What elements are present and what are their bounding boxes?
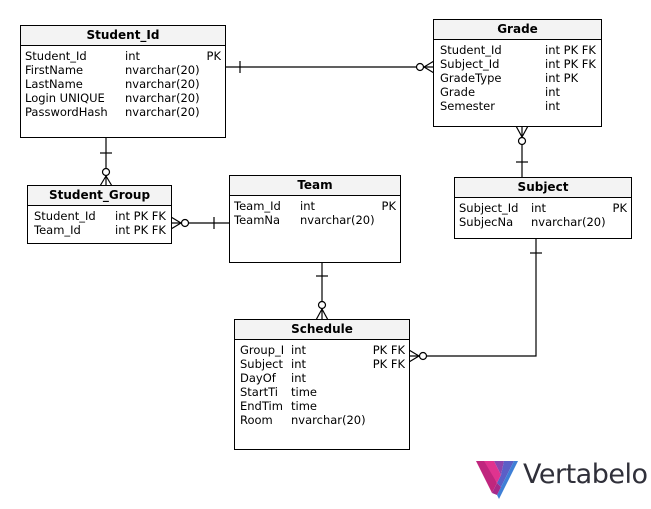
column-type: int PK FK: [115, 209, 166, 223]
entity-title: Grade: [434, 20, 601, 40]
column-row: Login UNIQUE nvarchar(20): [25, 91, 221, 105]
column-type: int: [291, 357, 306, 371]
column-type: int PK FK: [545, 43, 596, 57]
column-row: FirstName nvarchar(20): [25, 63, 221, 77]
vertabelo-logo-text: Vertabelo: [523, 459, 648, 490]
column-name: Grade: [440, 85, 476, 99]
column-name: DayOf: [240, 371, 276, 385]
column-type: nvarchar(20): [531, 215, 606, 229]
column-name: Team_Id: [34, 223, 81, 237]
column-row: Team_Id int PK FK: [32, 223, 167, 237]
column-row: PasswordHash nvarchar(20): [25, 105, 221, 119]
relation-student-studentgroup: [99, 138, 113, 187]
column-row: SubjecNa nvarchar(20): [459, 215, 627, 229]
column-row: Group_I int PK FK: [239, 343, 405, 357]
column-row: Student_Id int PK FK: [438, 43, 597, 57]
column-type: int PK: [545, 71, 579, 85]
relation-student-grade: [225, 60, 435, 74]
entity-subject[interactable]: Subject Subject_Id int PK SubjecNa nvarchar…: [454, 177, 632, 239]
column-row: Student_Id int PK FK: [32, 209, 167, 223]
entity-title: Team: [230, 176, 400, 196]
column-type: int: [291, 343, 306, 357]
column-row: GradeType int PK: [438, 71, 597, 85]
column-name: Subject_Id: [459, 201, 519, 215]
column-type: int: [545, 85, 560, 99]
column-name: Room: [240, 413, 273, 427]
entity-title: Student_Group: [28, 186, 171, 206]
column-type: int PK FK: [545, 57, 596, 71]
column-type: nvarchar(20): [125, 77, 200, 91]
relation-subject-schedule: [408, 239, 542, 363]
entity-title: Student_Id: [21, 26, 225, 46]
column-name: FirstName: [25, 63, 84, 77]
column-row: Subject int PK FK: [239, 357, 405, 371]
column-key: PK FK: [372, 343, 405, 357]
entity-title: Subject: [455, 178, 631, 198]
column-name: TeamNa: [234, 213, 281, 227]
column-type: int: [125, 49, 140, 63]
column-name: GradeType: [440, 71, 502, 85]
column-type: nvarchar(20): [125, 91, 200, 105]
column-row: DayOf int: [239, 371, 405, 385]
column-key: PK: [381, 199, 396, 213]
column-row: EndTim time: [239, 399, 405, 413]
column-name: PasswordHash: [25, 105, 108, 119]
column-name: Student_Id: [440, 43, 502, 57]
column-row: Student_Id int PK: [25, 49, 221, 63]
column-name: Student_Id: [25, 49, 87, 63]
column-type: int: [300, 199, 315, 213]
column-row: Subject_Id int PK FK: [438, 57, 597, 71]
entity-title: Schedule: [235, 320, 409, 340]
column-row: Room nvarchar(20): [239, 413, 405, 427]
column-type: nvarchar(20): [125, 105, 200, 119]
column-row: Team_Id int PK: [234, 199, 396, 213]
column-type: time: [291, 399, 317, 413]
column-type: nvarchar(20): [291, 413, 366, 427]
column-name: Semester: [440, 99, 495, 113]
column-type: int: [291, 371, 306, 385]
vertabelo-logo: Vertabelo: [474, 455, 648, 503]
column-name: LastName: [25, 77, 83, 91]
column-name: Subject_Id: [440, 57, 500, 71]
column-row: StartTi time: [239, 385, 405, 399]
relation-team-studentgroup: [170, 216, 230, 230]
column-row: LastName nvarchar(20): [25, 77, 221, 91]
column-name: StartTi: [240, 385, 278, 399]
column-key: PK: [206, 49, 221, 63]
entity-team[interactable]: Team Team_Id int PK TeamNa nvarchar(20): [229, 175, 401, 263]
column-name: Group_I: [240, 343, 285, 357]
column-type: int PK FK: [115, 223, 166, 237]
column-name: Login UNIQUE: [25, 91, 105, 105]
vertabelo-logo-icon: [476, 461, 518, 499]
column-name: Student_Id: [34, 209, 96, 223]
column-name: SubjecNa: [459, 215, 514, 229]
column-key: PK FK: [372, 357, 405, 371]
column-key: PK: [612, 201, 627, 215]
column-type: int: [531, 201, 546, 215]
column-row: Grade int: [438, 85, 597, 99]
column-row: Semester int: [438, 99, 597, 113]
column-name: EndTim: [240, 399, 283, 413]
column-name: Team_Id: [234, 199, 281, 213]
column-type: int: [545, 99, 560, 113]
column-type: nvarchar(20): [300, 213, 375, 227]
column-type: time: [291, 385, 317, 399]
column-name: Subject: [240, 357, 283, 371]
relation-team-schedule: [315, 262, 329, 321]
column-row: TeamNa nvarchar(20): [234, 213, 396, 227]
column-type: nvarchar(20): [125, 63, 200, 77]
relation-subject-grade: [515, 125, 529, 178]
column-row: Subject_Id int PK: [459, 201, 627, 215]
